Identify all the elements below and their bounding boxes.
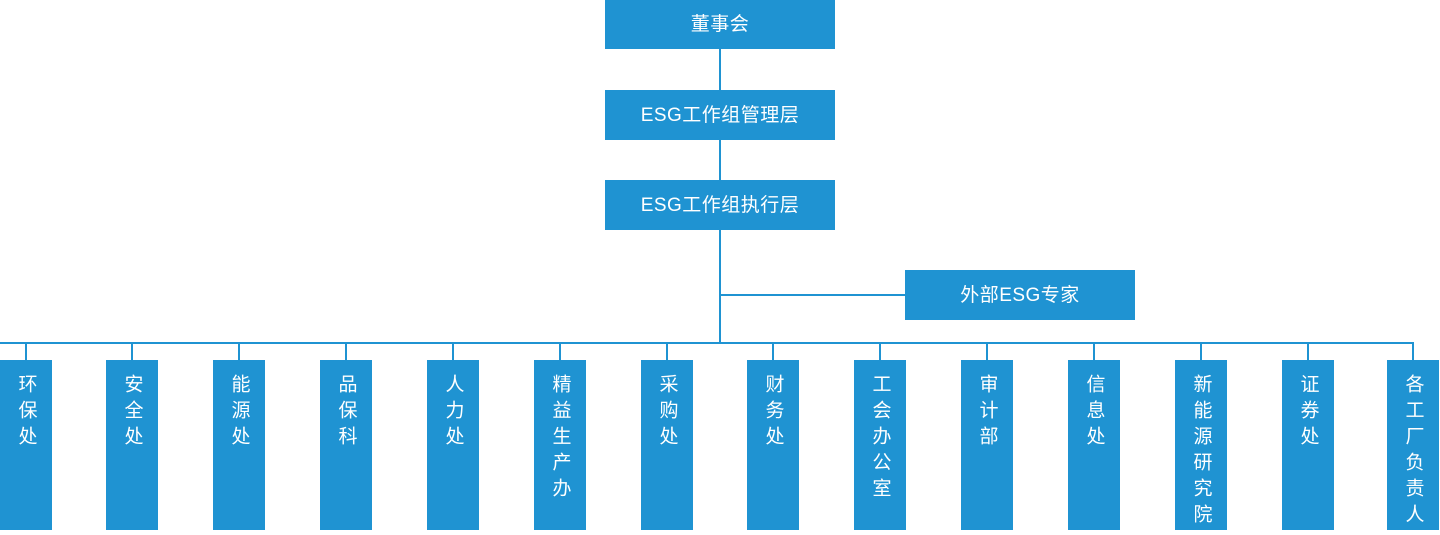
node-dept-information[interactable]: 信息处 bbox=[1068, 360, 1120, 530]
node-esg-management-layer[interactable]: ESG工作组管理层 bbox=[605, 90, 835, 140]
connector-stub-dept-10 bbox=[986, 342, 988, 360]
node-label: 董事会 bbox=[690, 14, 750, 35]
connector-stub-dept-11 bbox=[1093, 342, 1095, 360]
connector-stub-dept-6 bbox=[559, 342, 561, 360]
node-label: 品保科 bbox=[335, 374, 357, 452]
node-esg-execution-layer[interactable]: ESG工作组执行层 bbox=[605, 180, 835, 230]
node-external-esg-expert[interactable]: 外部ESG专家 bbox=[905, 270, 1135, 320]
node-label: 审计部 bbox=[976, 374, 998, 452]
node-board-of-directors[interactable]: 董事会 bbox=[605, 0, 835, 49]
node-dept-labor-union-office[interactable]: 工会办公室 bbox=[854, 360, 906, 530]
node-dept-energy[interactable]: 能源处 bbox=[213, 360, 265, 530]
node-dept-securities[interactable]: 证券处 bbox=[1282, 360, 1334, 530]
node-dept-audit[interactable]: 审计部 bbox=[961, 360, 1013, 530]
connector-stub-dept-4 bbox=[345, 342, 347, 360]
node-label: ESG工作组管理层 bbox=[640, 104, 800, 126]
node-label: 外部ESG专家 bbox=[960, 284, 1080, 306]
node-dept-environmental-protection[interactable]: 环保处 bbox=[0, 360, 52, 530]
node-label: 能源处 bbox=[228, 374, 250, 452]
connector-management-to-execution bbox=[719, 140, 721, 180]
connector-department-bus bbox=[0, 342, 1414, 344]
node-label: 证券处 bbox=[1297, 374, 1319, 452]
connector-stub-dept-5 bbox=[452, 342, 454, 360]
node-label: 人力处 bbox=[442, 374, 464, 452]
node-label: 工会办公室 bbox=[869, 374, 891, 504]
node-label: 精益生产办 bbox=[549, 374, 571, 504]
node-dept-quality-assurance[interactable]: 品保科 bbox=[320, 360, 372, 530]
node-dept-factory-leaders[interactable]: 各工厂负责人 bbox=[1387, 360, 1439, 530]
node-dept-safety[interactable]: 安全处 bbox=[106, 360, 158, 530]
node-dept-finance[interactable]: 财务处 bbox=[747, 360, 799, 530]
node-label: 新能源研究院 bbox=[1190, 374, 1212, 530]
connector-stub-dept-7 bbox=[666, 342, 668, 360]
connector-execution-trunk bbox=[719, 230, 721, 343]
node-label: 环保处 bbox=[15, 374, 37, 452]
node-dept-human-resources[interactable]: 人力处 bbox=[427, 360, 479, 530]
node-dept-lean-production-office[interactable]: 精益生产办 bbox=[534, 360, 586, 530]
connector-stub-dept-1 bbox=[25, 342, 27, 360]
connector-stub-dept-12 bbox=[1200, 342, 1202, 360]
node-label: 财务处 bbox=[762, 374, 784, 452]
connector-stub-dept-8 bbox=[772, 342, 774, 360]
connector-stub-dept-13 bbox=[1307, 342, 1309, 360]
connector-stub-dept-9 bbox=[879, 342, 881, 360]
node-label: ESG工作组执行层 bbox=[640, 194, 800, 216]
connector-trunk-to-external-expert bbox=[719, 294, 906, 296]
connector-board-to-management bbox=[719, 49, 721, 90]
node-dept-new-energy-research-institute[interactable]: 新能源研究院 bbox=[1175, 360, 1227, 530]
connector-stub-dept-3 bbox=[238, 342, 240, 360]
connector-stub-dept-14 bbox=[1412, 342, 1414, 360]
node-label: 采购处 bbox=[656, 374, 678, 452]
node-label: 各工厂负责人 bbox=[1402, 374, 1424, 530]
node-label: 安全处 bbox=[121, 374, 143, 452]
connector-stub-dept-2 bbox=[131, 342, 133, 360]
node-dept-procurement[interactable]: 采购处 bbox=[641, 360, 693, 530]
node-label: 信息处 bbox=[1083, 374, 1105, 452]
